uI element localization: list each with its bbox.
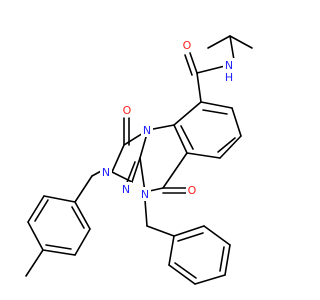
bond (173, 225, 205, 237)
atom-symbol: O (183, 39, 192, 52)
bond (71, 206, 85, 229)
bond (203, 225, 231, 246)
bond (111, 144, 125, 173)
atom-label-group: O N H N O N N N (100, 38, 235, 201)
bond (219, 135, 242, 159)
bond (139, 157, 146, 193)
atom-symbol: O (188, 184, 197, 197)
atom-oxygen: O (181, 38, 193, 52)
bond (25, 249, 44, 277)
bond (180, 125, 194, 150)
bond (168, 264, 196, 285)
bond (189, 52, 198, 74)
bond (196, 72, 202, 103)
bond (34, 199, 49, 222)
bond (174, 262, 197, 279)
atom-symbol: N (122, 183, 130, 196)
atom-nitrogen: N (120, 182, 132, 196)
bond (207, 35, 231, 49)
bond (125, 161, 136, 186)
bond (231, 107, 242, 137)
atom-oxygen: O (121, 103, 133, 117)
bond (74, 228, 91, 256)
bond (200, 101, 233, 109)
bond (43, 195, 76, 203)
atom-nitrogen: N (100, 165, 112, 179)
atom-symbol: N (143, 124, 151, 137)
bond (42, 249, 76, 256)
atom-nitrogen: N (139, 187, 151, 201)
bond (27, 221, 44, 251)
atom-nitrogen: N (141, 123, 153, 137)
bond (224, 244, 231, 276)
atom-symbol: N (225, 59, 233, 72)
bond (168, 235, 175, 266)
atom-hydrogen: H (225, 71, 233, 84)
bond (186, 152, 221, 159)
atom-symbol: O (123, 104, 132, 117)
bond (229, 35, 235, 61)
bond (74, 201, 91, 230)
bond (74, 175, 93, 203)
bond (162, 152, 188, 189)
bond (194, 274, 226, 285)
bond (173, 124, 188, 154)
bond (217, 137, 236, 153)
bond (177, 232, 204, 242)
atom-oxygen: O (186, 183, 198, 197)
bond (229, 35, 253, 49)
bond (27, 195, 45, 223)
atom-symbol: N (102, 166, 110, 179)
bond (202, 109, 228, 115)
bond (184, 54, 193, 76)
atom-symbol: N (141, 188, 149, 201)
bond (131, 157, 141, 183)
bond (144, 199, 148, 227)
bond (173, 101, 202, 126)
atom-nitrogen-nh: N H (223, 58, 235, 84)
bond (146, 225, 175, 237)
bond (219, 246, 225, 272)
bond (45, 244, 72, 250)
bond-group (25, 35, 253, 285)
molecule-structure-diagram: O N H N O N N N (25, 35, 253, 285)
bond (196, 65, 226, 74)
